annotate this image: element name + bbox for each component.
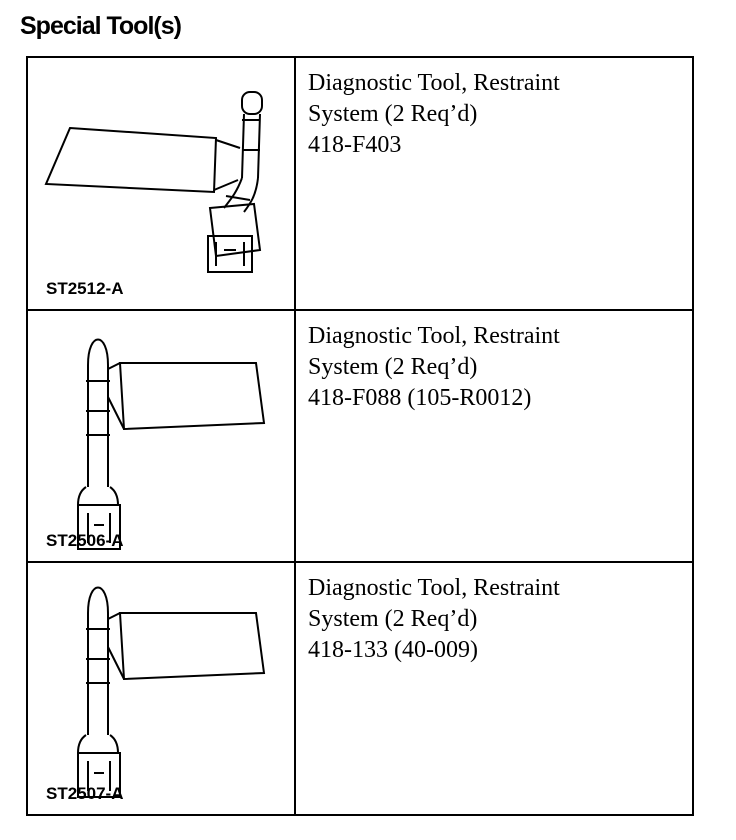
- tool-code: ST2512-A: [46, 278, 124, 298]
- tool-name-line-1: Diagnostic Tool, Restraint: [308, 322, 560, 349]
- tool-name-line-1: Diagnostic Tool, Restraint: [308, 70, 560, 96]
- diagnostic-tool-connector-illustration: [77, 586, 266, 799]
- diagnostic-tool-connector-illustration: [77, 338, 266, 550]
- tool-number: 418-F088 (105-R0012): [308, 384, 532, 411]
- diagnostic-tool-connector-illustration: [44, 91, 263, 273]
- tool-row: ST2512-A Diagnostic Tool, Restraint Syst…: [26, 56, 694, 311]
- tool-illustration-cell: ST2507-A: [26, 561, 296, 816]
- tool-description-cell: Diagnostic Tool, Restraint System (2 Req…: [294, 561, 694, 816]
- tool-name-line-2: System (2 Req’d): [308, 101, 478, 127]
- tool-row: ST2506-A Diagnostic Tool, Restraint Syst…: [26, 308, 694, 564]
- tool-illustration-cell: ST2506-A: [26, 308, 296, 564]
- tool-code: ST2507-A: [46, 784, 124, 803]
- tool-number: 418-F403: [308, 132, 402, 158]
- special-tools-table: ST2512-A Diagnostic Tool, Restraint Syst…: [26, 56, 694, 816]
- tool-name-line-1: Diagnostic Tool, Restraint: [308, 575, 560, 602]
- tool-number: 418-133 (40-009): [308, 637, 478, 664]
- tool-name-line-2: System (2 Req’d): [308, 606, 478, 633]
- tool-code: ST2506-A: [46, 531, 124, 551]
- tool-row: ST2507-A Diagnostic Tool, Restraint Syst…: [26, 561, 694, 816]
- tool-name-line-2: System (2 Req’d): [308, 353, 478, 380]
- page-title: Special Tool(s): [20, 12, 182, 40]
- tool-description-cell: Diagnostic Tool, Restraint System (2 Req…: [294, 56, 694, 311]
- tool-illustration-cell: ST2512-A: [26, 56, 296, 311]
- tool-description-cell: Diagnostic Tool, Restraint System (2 Req…: [294, 308, 694, 564]
